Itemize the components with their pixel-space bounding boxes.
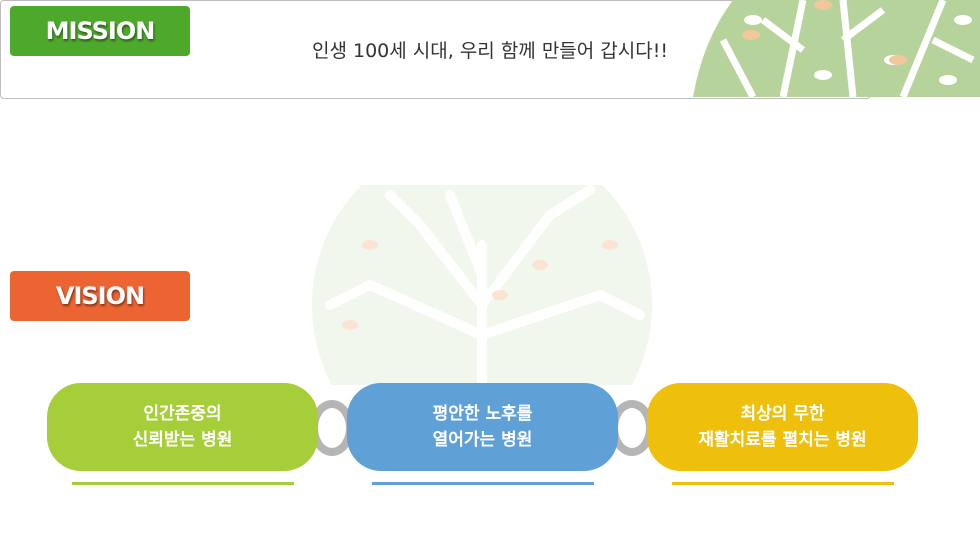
- divider: [672, 482, 894, 485]
- vision-badge: VISION: [10, 271, 190, 321]
- mission-statement: 인생 100세 시대, 우리 함께 만들어 갑시다!!: [312, 40, 668, 62]
- vision-item-line: 최상의 무한: [740, 404, 825, 424]
- mission-badge: MISSION: [10, 6, 190, 56]
- vision-item-line: 인간존중의: [143, 404, 222, 424]
- tree-background-icon: [312, 185, 652, 385]
- mission-statement-box: 인생 100세 시대, 우리 함께 만들어 갑시다!!: [0, 0, 980, 99]
- vision-item-line: 재활치료를 펼치는 병원: [698, 430, 867, 450]
- vision-item-line: 신뢰받는 병원: [132, 430, 233, 450]
- tree-pattern-icon: [693, 0, 980, 97]
- vision-item-line: 평안한 노후를: [432, 404, 533, 424]
- vision-label: VISION: [55, 282, 145, 310]
- divider: [72, 482, 294, 485]
- divider: [372, 482, 594, 485]
- mission-label: MISSION: [45, 17, 156, 45]
- vision-item-line: 열어가는 병원: [432, 430, 533, 450]
